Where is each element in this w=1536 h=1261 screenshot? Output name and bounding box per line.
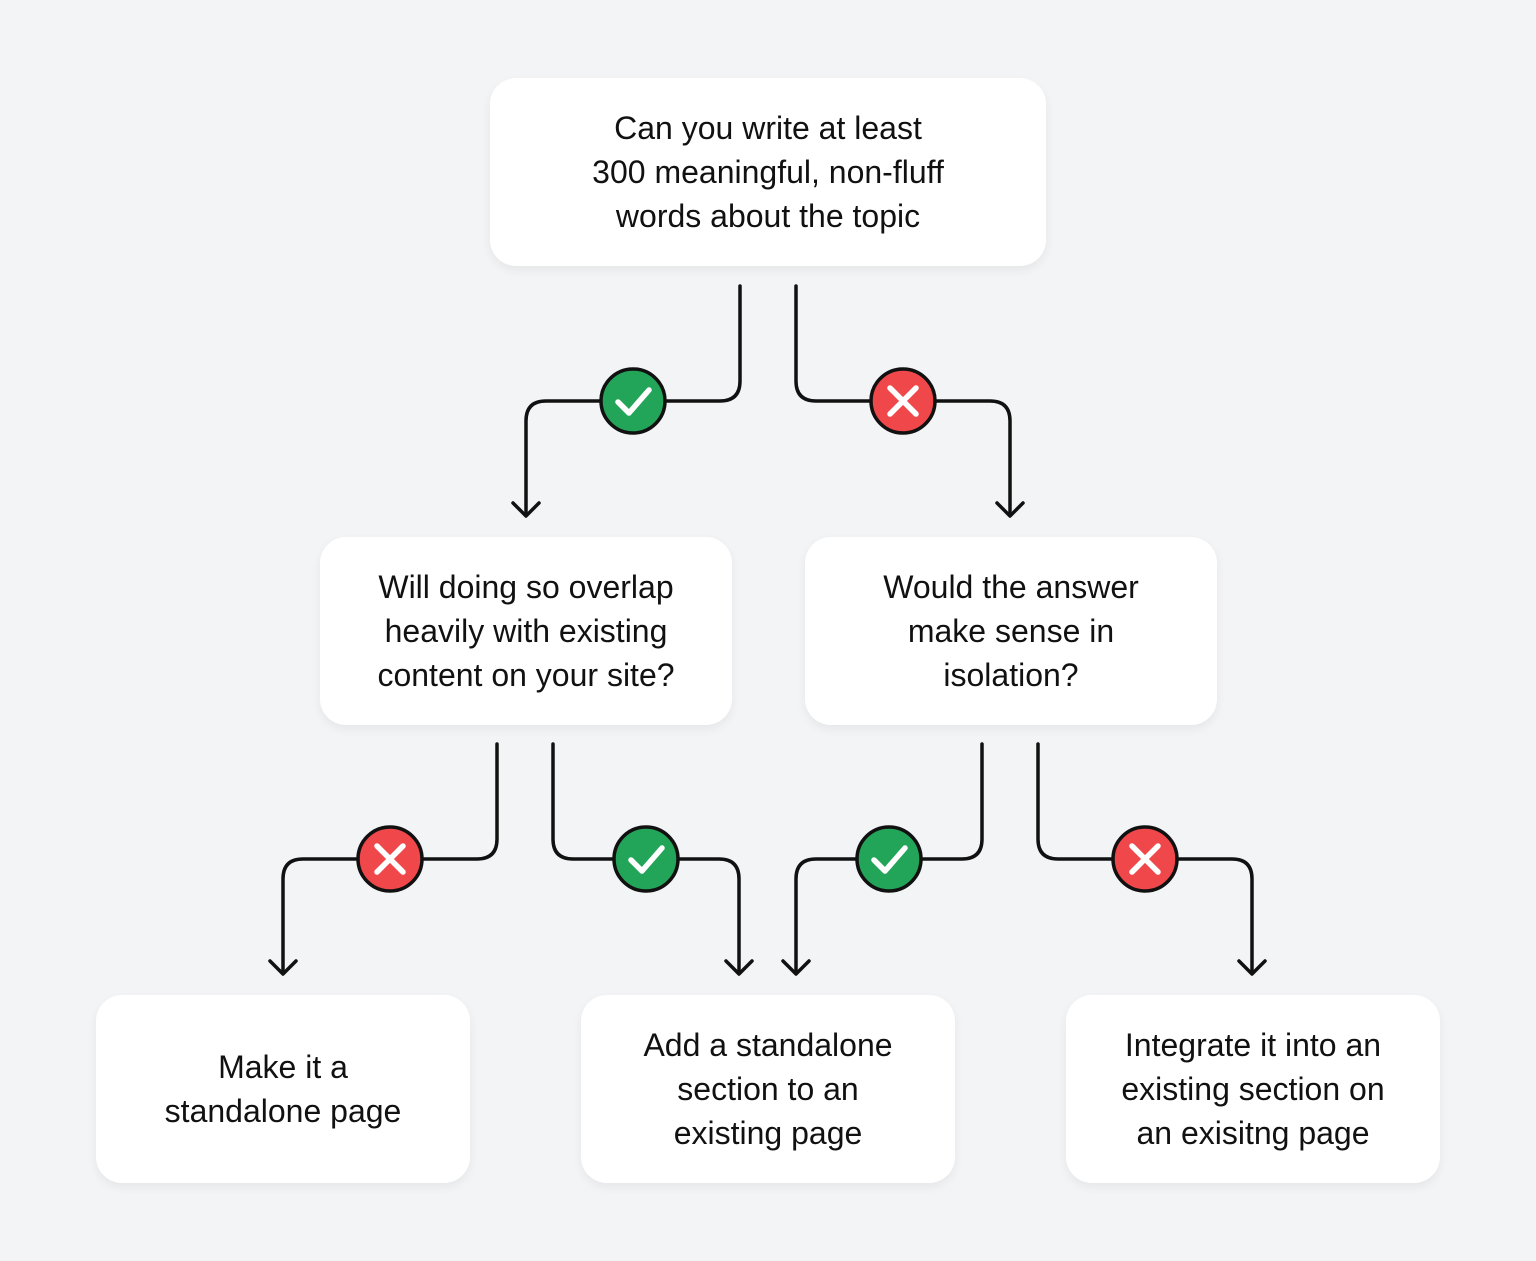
x-icon (1111, 825, 1179, 893)
standalone-page-card: Make it a standalone page (96, 995, 470, 1183)
check-icon (599, 367, 667, 435)
integrate-section-card: Integrate it into an existing section on… (1066, 995, 1440, 1183)
isolation-question-text: Would the answer make sense in isolation… (883, 569, 1139, 693)
check-icon (855, 825, 923, 893)
isolation-question-card: Would the answer make sense in isolation… (805, 537, 1217, 725)
x-icon (356, 825, 424, 893)
integrate-section-text: Integrate it into an existing section on… (1121, 1027, 1385, 1151)
x-icon (869, 367, 937, 435)
standalone-section-text: Add a standalone section to an existing … (643, 1027, 893, 1151)
standalone-section-card: Add a standalone section to an existing … (581, 995, 955, 1183)
root-question-text: Can you write at least 300 meaningful, n… (592, 110, 944, 234)
check-icon (612, 825, 680, 893)
overlap-question-text: Will doing so overlap heavily with exist… (377, 569, 675, 693)
standalone-page-text: Make it a standalone page (164, 1049, 402, 1129)
overlap-question-card: Will doing so overlap heavily with exist… (320, 537, 732, 725)
root-question-card: Can you write at least 300 meaningful, n… (490, 78, 1046, 266)
